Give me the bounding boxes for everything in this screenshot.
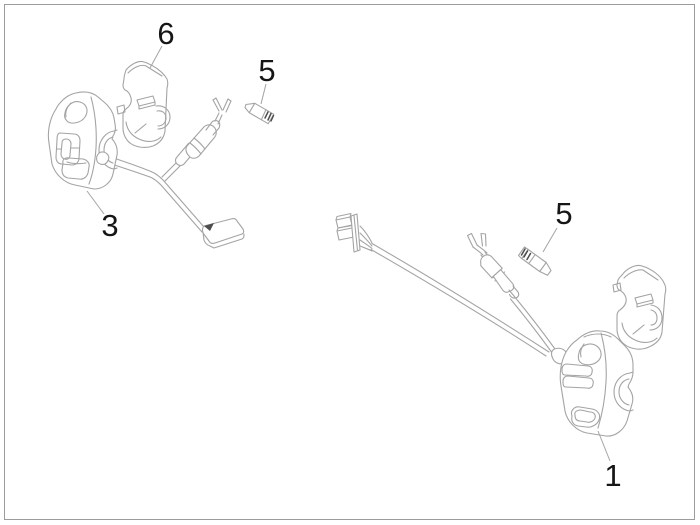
bulb-upper-base-hatch — [264, 111, 275, 122]
callouts: 6 5 3 5 1 — [86, 16, 622, 493]
cover-1-highlight — [632, 324, 645, 335]
main-branch-cable — [149, 171, 205, 233]
fork-terminal-left — [212, 97, 223, 112]
cover-6-slot-side — [138, 101, 156, 110]
switch-1-top-ridge — [583, 333, 612, 338]
switch-3-face-edge — [88, 96, 97, 185]
switch-1-face-edge — [597, 332, 607, 429]
leader-line-1 — [597, 430, 611, 462]
cover-1-outline — [616, 264, 667, 350]
leader-line-6 — [149, 45, 163, 69]
cover-1-top-edge — [623, 269, 659, 281]
switch-3-handlebar-notch-inner — [103, 136, 114, 164]
callout-label-5-lower: 5 — [555, 196, 572, 231]
bulb-lower-body — [521, 248, 547, 273]
cover-1-hook-inner — [650, 309, 658, 326]
multipin-connector-block-2 — [336, 227, 355, 241]
flat-connector-side — [202, 231, 245, 249]
cover-6-tab — [116, 104, 126, 115]
switch-3-top-button-inner — [65, 102, 72, 118]
cover-1-slot-side — [636, 299, 654, 308]
callout-label-5-upper: 5 — [258, 53, 275, 88]
part-3-switch-body — [47, 91, 118, 190]
cover-6-highlight — [134, 123, 147, 134]
switch-1-slat-lower — [562, 375, 594, 389]
cover-1-tab — [612, 282, 622, 293]
fork-terminal-right — [222, 98, 232, 113]
bulb-lower-separation — [528, 254, 536, 264]
bulb-socket-collars — [189, 137, 206, 155]
multipin-connector-plate-line — [353, 214, 359, 252]
socket2-sleeve — [492, 269, 515, 293]
switch-3-lower-button-inner — [66, 161, 87, 165]
callout-label-1: 1 — [604, 458, 621, 493]
leader-line-5-upper — [260, 83, 267, 105]
switch-1-notch-ties — [629, 371, 634, 412]
switch-3-notch-ties — [113, 129, 118, 170]
switch-1-top-button-inner — [580, 343, 585, 358]
switch-3-slider-frame — [55, 132, 81, 166]
switch-3-top-button — [64, 101, 88, 124]
cover-6-inner-rim — [125, 121, 162, 142]
callout-3: 3 — [86, 190, 119, 243]
part-1-wiring-harness — [335, 212, 569, 365]
diagram-frame-border — [4, 4, 695, 520]
switch-1-lower-button — [570, 406, 601, 428]
switch-3-slider-wings — [56, 147, 80, 150]
bulb-lower-base-hatch — [520, 248, 532, 261]
callout-label-6: 6 — [157, 16, 174, 51]
flat-connector-entry-shade — [204, 223, 214, 231]
fork2-terminal-left — [466, 232, 478, 248]
multipin-connector-block-2-top — [336, 224, 354, 232]
leader-line-3 — [86, 190, 105, 215]
callout-6: 6 — [149, 16, 175, 69]
flat-connector — [201, 218, 245, 244]
switch-1-slat-upper — [561, 363, 593, 377]
bulb-5-upper — [244, 102, 275, 125]
fork2-stem — [472, 244, 488, 256]
bulb-upper-body — [248, 102, 275, 125]
callout-5-lower: 5 — [542, 196, 573, 253]
part-3-wiring-harness — [105, 97, 245, 249]
part-1-cover — [612, 264, 667, 350]
cover-1-inner-rim — [621, 322, 658, 343]
bulb-lower-base-cap — [517, 246, 529, 260]
callout-label-3: 3 — [101, 208, 118, 243]
part-6-cover — [116, 60, 171, 148]
bulb-upper-tip — [244, 102, 256, 114]
fork-wire — [214, 112, 223, 125]
callout-5-upper: 5 — [258, 53, 276, 105]
cover-6-top-edge — [127, 64, 163, 77]
bulb-5-lower — [517, 246, 552, 276]
switch-1-handlebar-notch-inner — [618, 378, 630, 406]
bulb-lower-tip — [539, 261, 552, 276]
switch-3-handlebar-notch-outer — [98, 130, 115, 170]
multipin-wire-fan — [359, 225, 373, 252]
fork2-terminal-right — [480, 232, 487, 247]
cover-6-hook-outer — [155, 105, 171, 130]
main-cable — [370, 242, 550, 357]
callout-1: 1 — [597, 430, 622, 493]
switch-1-top-button — [577, 343, 602, 366]
switch-1-lower-button-inner — [574, 409, 596, 423]
cover-6-hook-inner — [156, 110, 167, 127]
multipin-connector-block-1-top — [335, 212, 352, 221]
switch-1-handlebar-notch-outer — [613, 372, 631, 412]
socket2-cable — [509, 295, 556, 353]
switch-3-cable-boot — [96, 151, 110, 165]
socket2-body — [480, 254, 503, 279]
leader-line-5-lower — [542, 227, 558, 253]
part-1-switch-body — [559, 330, 634, 437]
cover-1-hook-outer — [649, 304, 663, 331]
bulb-upper-separation — [260, 108, 267, 121]
switch-3-lower-button — [61, 157, 90, 180]
